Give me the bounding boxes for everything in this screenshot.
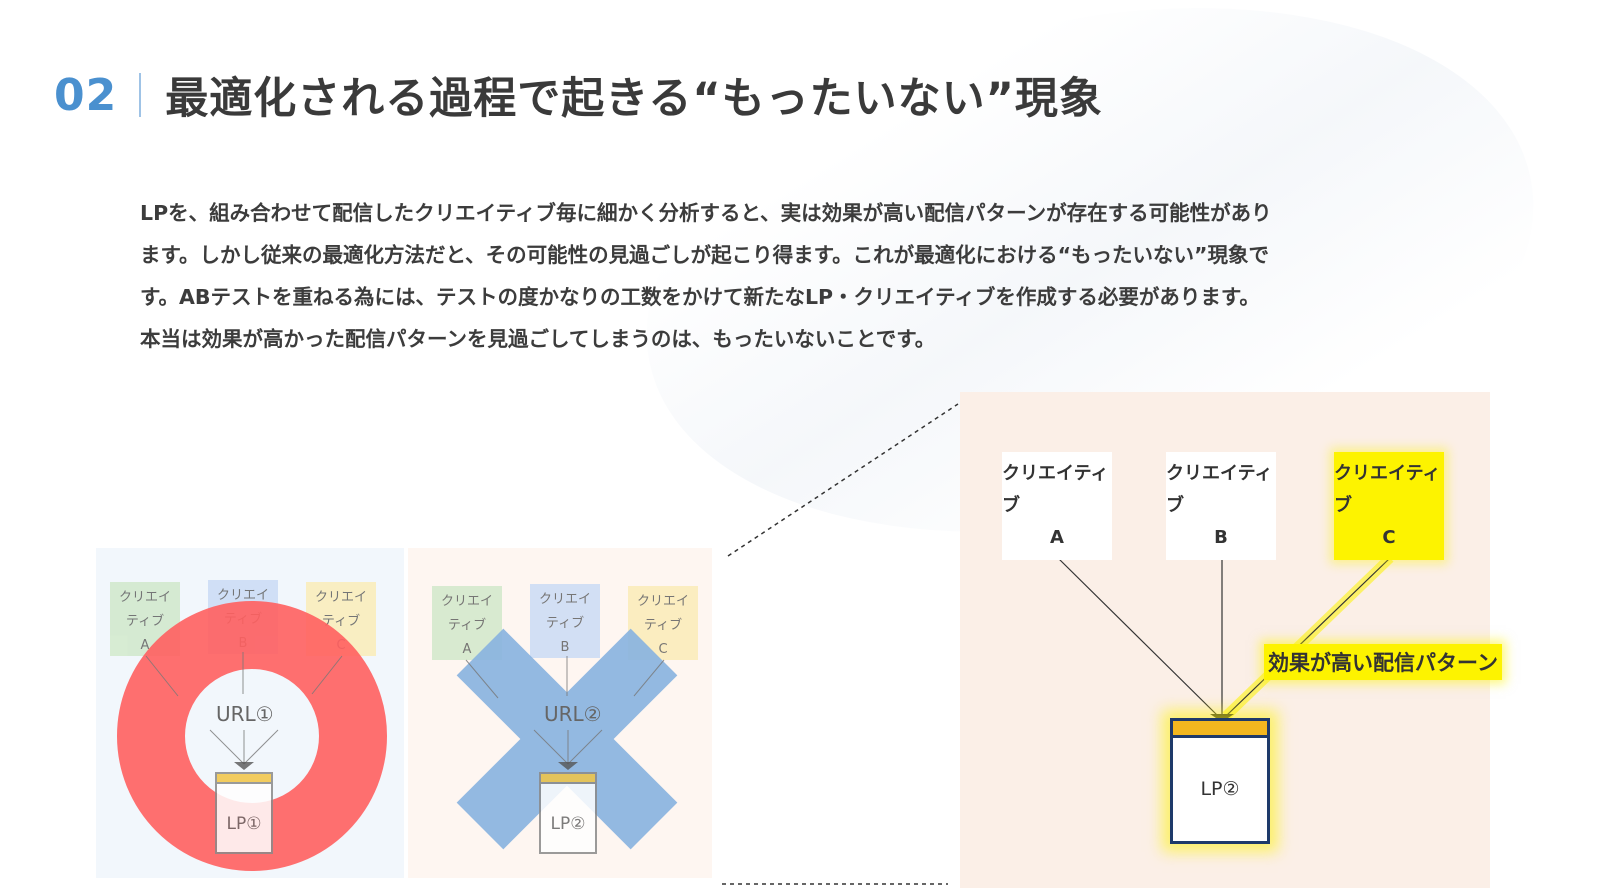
group2-arrowhead [558,762,578,770]
section-header: 02 最適化される過程で起きる“もったいない”現象 [54,64,1103,126]
group2-url-label: URL② [544,702,602,726]
page-title: 最適化される過程で起きる“もったいない”現象 [165,74,1103,124]
description-text: LPを、組み合わせて配信したクリエイティブ毎に細かく分析すると、実は効果が高い配… [140,192,1460,360]
lp-header-bar [541,774,595,784]
group2-lp-label: LP② [550,814,586,834]
zoom-line-c [1225,557,1391,717]
description-line: LPを、組み合わせて配信したクリエイティブ毎に細かく分析すると、実は効果が高い配… [140,201,1272,225]
header-divider [139,73,142,117]
description-line: 本当は効果が高かった配信パターンを見過ごしてしまうのは、もったいないことです。 [140,327,936,351]
group1-lp: LP① [215,772,273,854]
description-line: ます。しかし従来の最適化方法だと、その可能性の見過ごしが起こり得ます。これが最適… [140,243,1270,267]
cross-mark [456,628,678,850]
group1-lines [145,652,343,765]
zoom-lp-label: LP② [1200,778,1240,800]
zoom-line-a [1057,557,1219,717]
group2-lp: LP② [539,772,597,854]
description-line: す。ABテストを重ねる為には、テストの度かなりの工数をかけて新たなLP・クリエイ… [140,285,1260,309]
group1-url-label: URL① [216,702,274,726]
zoom-lp: LP② [1170,718,1270,844]
lp-header-bar [1173,721,1267,738]
group2-lines [465,656,665,765]
group1-lp-label: LP① [226,814,262,834]
lp-header-bar [217,774,271,784]
section-number: 02 [54,69,118,121]
highlight-label: 効果が高い配信パターン [1264,644,1502,680]
group1-arrowhead [234,762,254,770]
zoom-connector-top [727,403,959,557]
